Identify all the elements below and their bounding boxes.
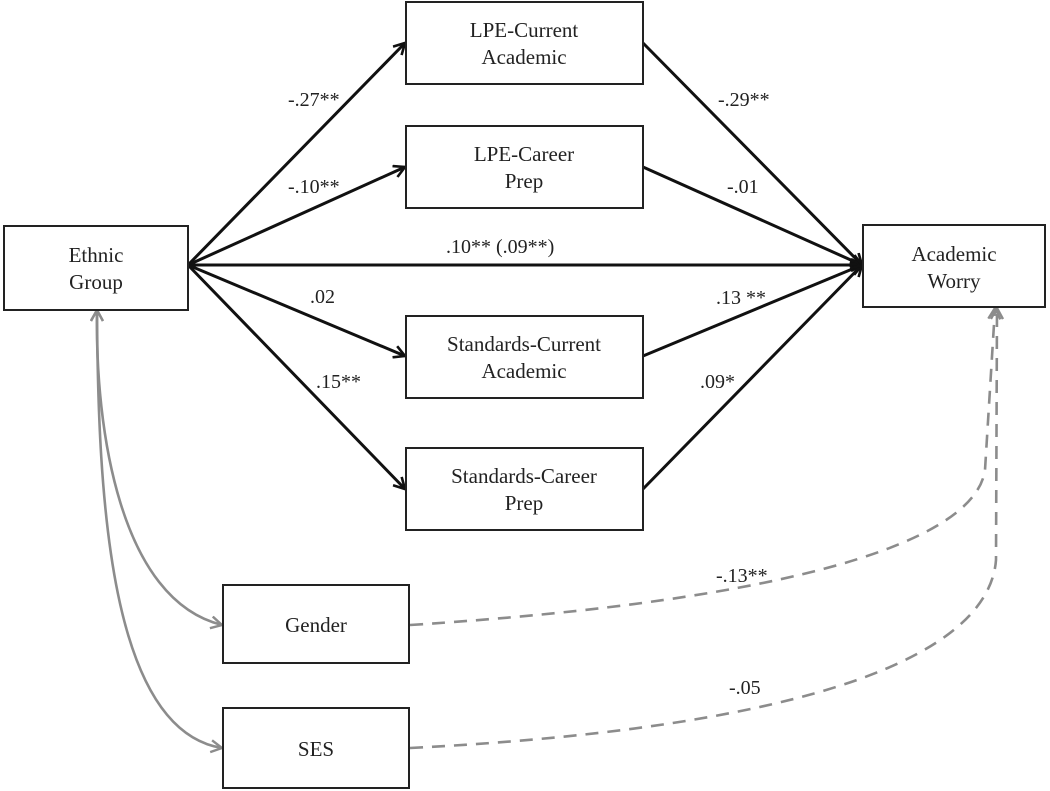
node-label-line: SES — [298, 737, 334, 761]
label-ses-to-worry: -.05 — [729, 677, 761, 699]
label-ethnic-to-std-current: .02 — [310, 286, 335, 308]
edge-ses-to-worry — [409, 308, 997, 750]
edge-labels: -.27** -.10** .10** (.09**) .02 .15** -.… — [288, 89, 770, 699]
label-ethnic-to-std-career: .15** — [316, 371, 361, 393]
label-ethnic-to-worry: .10** (.09**) — [446, 236, 554, 258]
node-standards-current-academic: Standards-Current Academic — [405, 315, 644, 399]
edge-std-current-to-worry — [642, 265, 862, 358]
edge-lpe-career-to-worry — [642, 165, 862, 265]
node-label-line: Academic — [481, 45, 566, 69]
node-label-line: Academic — [481, 359, 566, 383]
node-label-line: Prep — [505, 491, 544, 515]
node-academic-worry: Academic Worry — [862, 224, 1046, 308]
edge-ethnic-ses-correlation — [97, 310, 222, 748]
edge-gender-to-worry — [409, 308, 995, 627]
label-std-career-to-worry: .09* — [700, 371, 735, 393]
node-label-line: Standards-Current — [447, 332, 601, 356]
node-label-line: Prep — [505, 169, 544, 193]
node-ethnic-group: Ethnic Group — [3, 225, 189, 311]
node-label-line: Worry — [927, 269, 981, 293]
node-label-line: Academic — [911, 242, 996, 266]
node-label-line: Ethnic — [69, 243, 124, 267]
covariate-correlations — [97, 310, 222, 748]
edge-ethnic-to-lpe-career — [187, 167, 405, 267]
node-gender: Gender — [222, 584, 410, 664]
node-label-line: LPE-Career — [474, 142, 574, 166]
edge-ethnic-to-std-career — [186, 263, 405, 489]
label-lpe-current-to-worry: -.29** — [718, 89, 770, 111]
label-ethnic-to-lpe-career: -.10** — [288, 176, 340, 198]
node-lpe-career-prep: LPE-Career Prep — [405, 125, 644, 209]
control-paths — [409, 308, 997, 750]
edge-std-career-to-worry — [641, 265, 862, 491]
node-label-line: Gender — [285, 613, 347, 637]
structural-paths — [186, 41, 862, 491]
node-label-line: LPE-Current — [470, 18, 579, 42]
label-gender-to-worry: -.13** — [716, 565, 768, 587]
edge-ethnic-to-lpe-current — [186, 43, 405, 267]
node-lpe-current-academic: LPE-Current Academic — [405, 1, 644, 85]
edge-ethnic-to-std-current — [187, 263, 405, 356]
label-std-current-to-worry: .13 ** — [716, 287, 766, 309]
label-ethnic-to-lpe-current: -.27** — [288, 89, 340, 111]
node-standards-career-prep: Standards-Career Prep — [405, 447, 644, 531]
edge-lpe-current-to-worry — [641, 41, 862, 265]
node-label-line: Group — [69, 270, 123, 294]
node-ses: SES — [222, 707, 410, 789]
label-lpe-career-to-worry: -.01 — [727, 176, 759, 198]
node-label-line: Standards-Career — [451, 464, 597, 488]
